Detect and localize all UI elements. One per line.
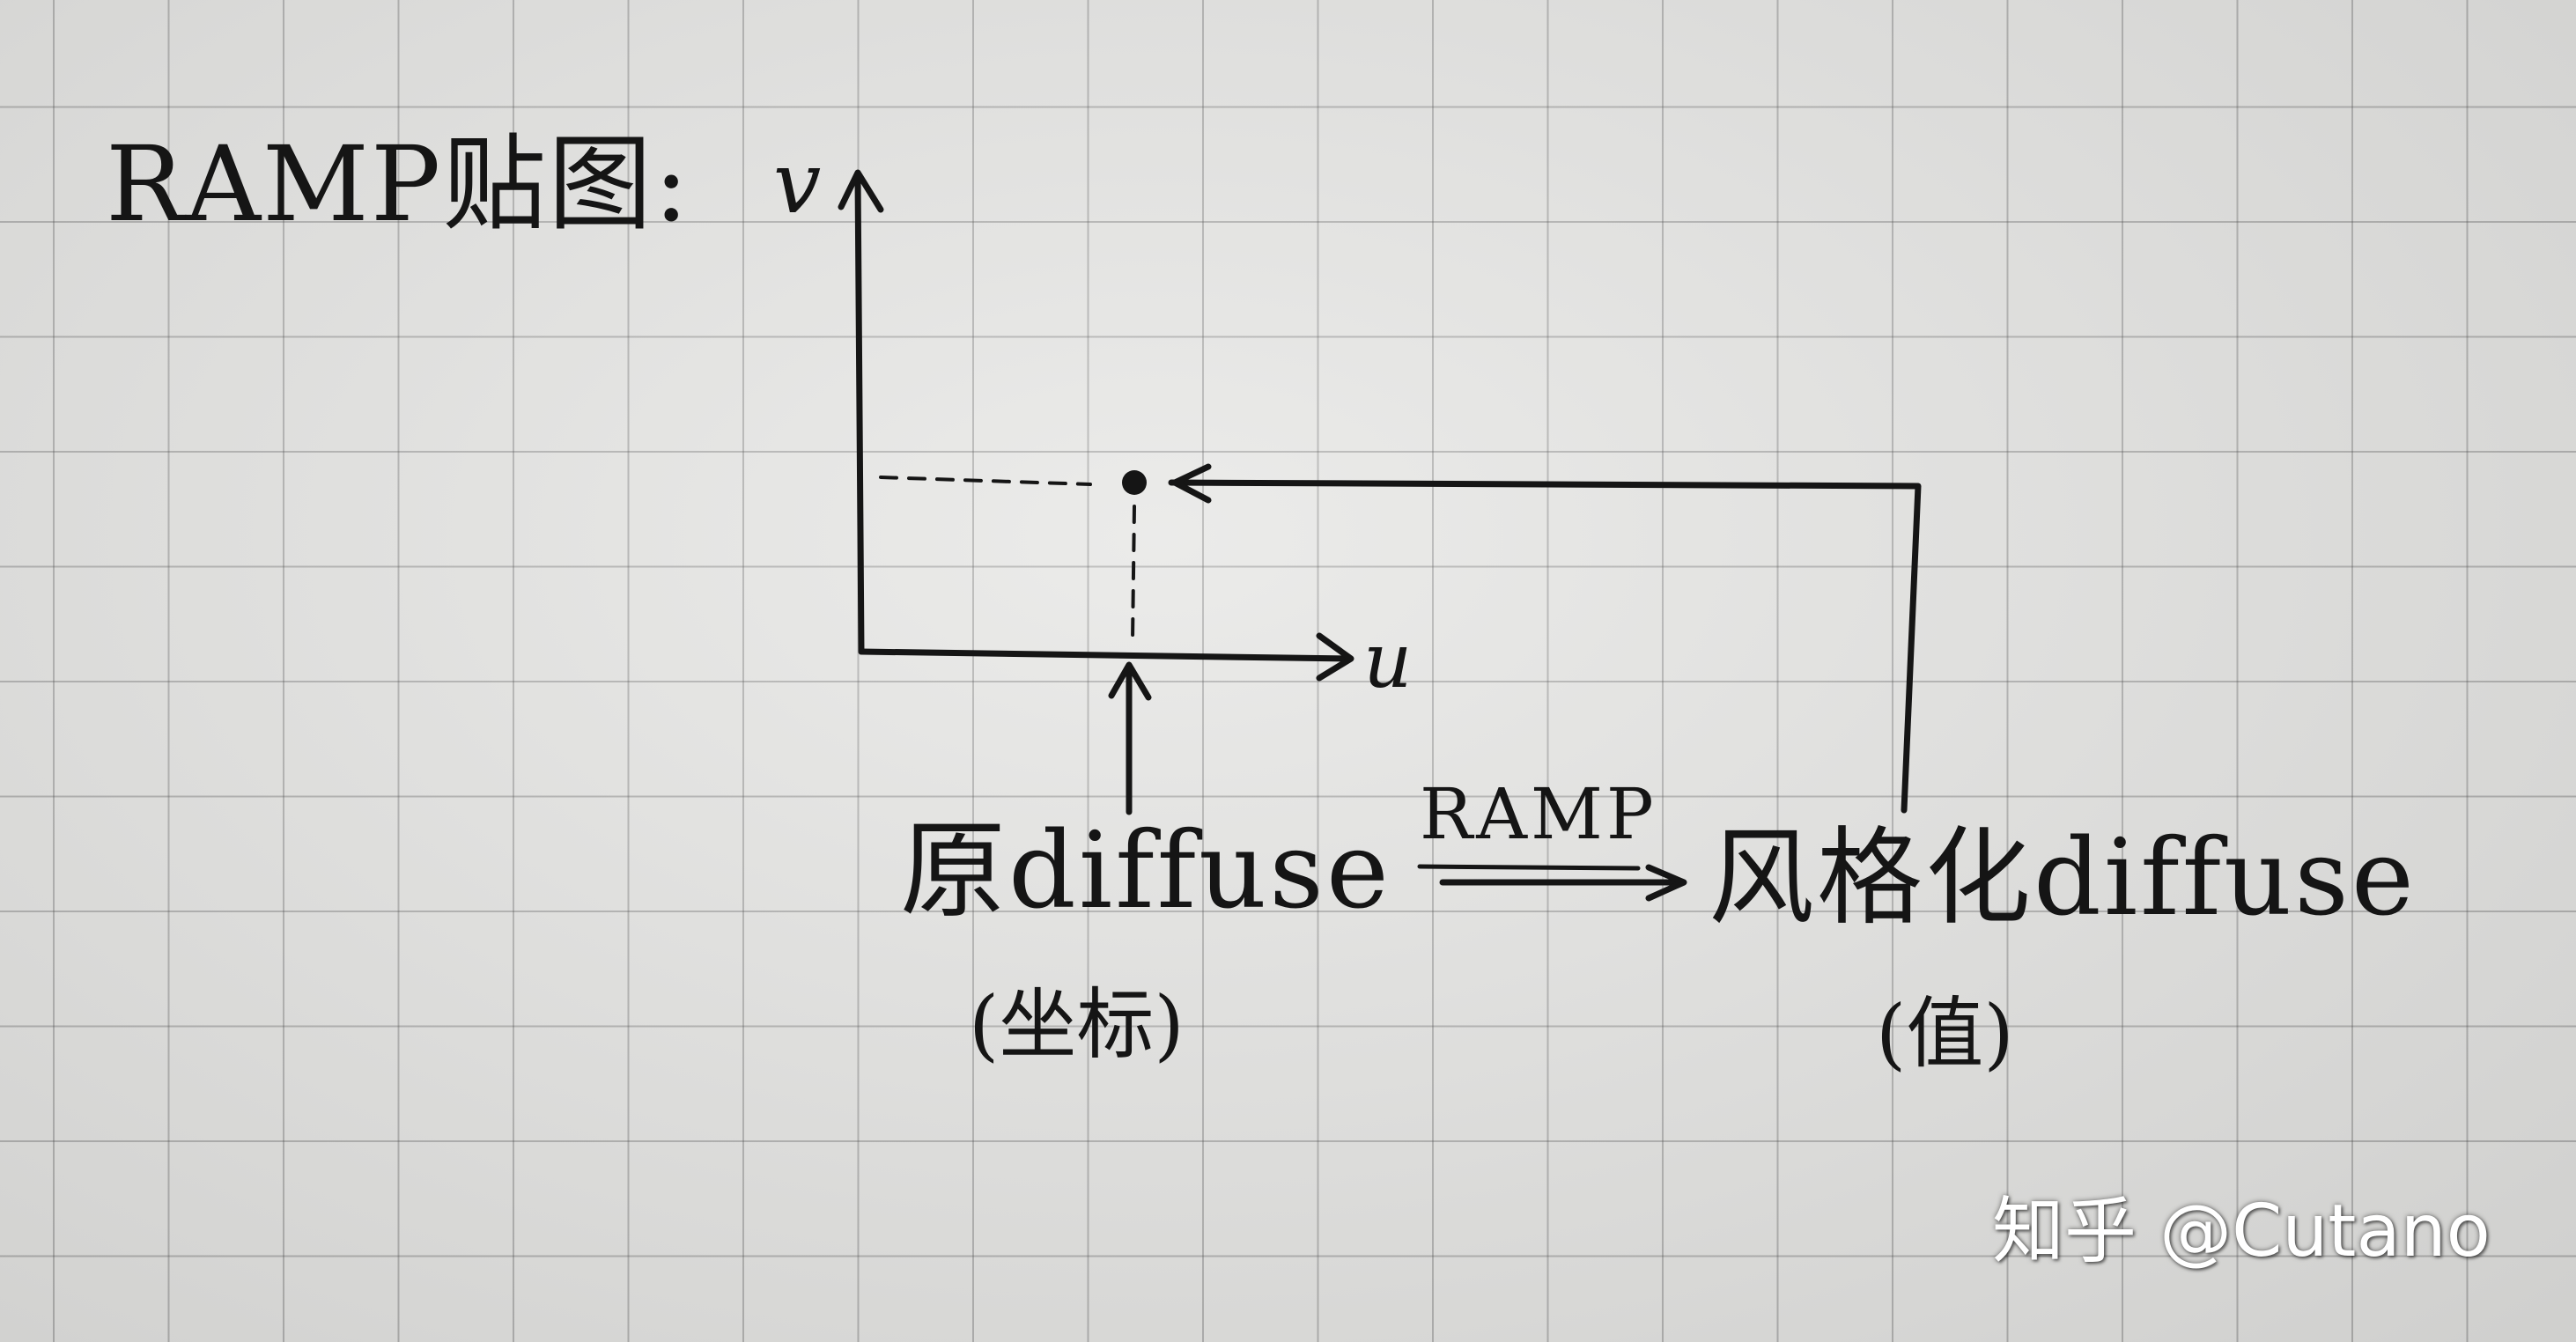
target-to-point-arrowhead: [1171, 463, 1212, 504]
v-axis-label: v: [773, 134, 822, 232]
v-axis-line: [854, 173, 865, 655]
ramp-arrow-head: [1645, 864, 1687, 902]
ramp-underline: [1417, 864, 1641, 871]
source-diffuse-label: 原diffuse: [900, 810, 1391, 933]
u-axis-line: [858, 648, 1351, 662]
sample-point: [1122, 470, 1147, 495]
vertical-projection-dashes: [1131, 505, 1136, 643]
source-coordinate-note: (坐标): [969, 979, 1185, 1070]
zhihu-watermark: 知乎 @Cutano: [1992, 1190, 2491, 1273]
v-axis-arrowhead: [838, 169, 884, 213]
u-axis-label: u: [1363, 617, 1413, 705]
ramp-arrow-label: RAMP: [1420, 773, 1657, 855]
ramp-texture-title: RAMP贴图:: [106, 123, 691, 245]
target-to-point-path: [1168, 479, 1922, 814]
stylized-diffuse-label: 风格化diffuse: [1709, 817, 2417, 940]
horizontal-projection-dashes: [879, 476, 1092, 486]
u-axis-arrowhead: [1316, 632, 1354, 682]
stylized-value-note: (值): [1876, 988, 2014, 1079]
source-to-axis-arrowhead: [1108, 661, 1152, 701]
